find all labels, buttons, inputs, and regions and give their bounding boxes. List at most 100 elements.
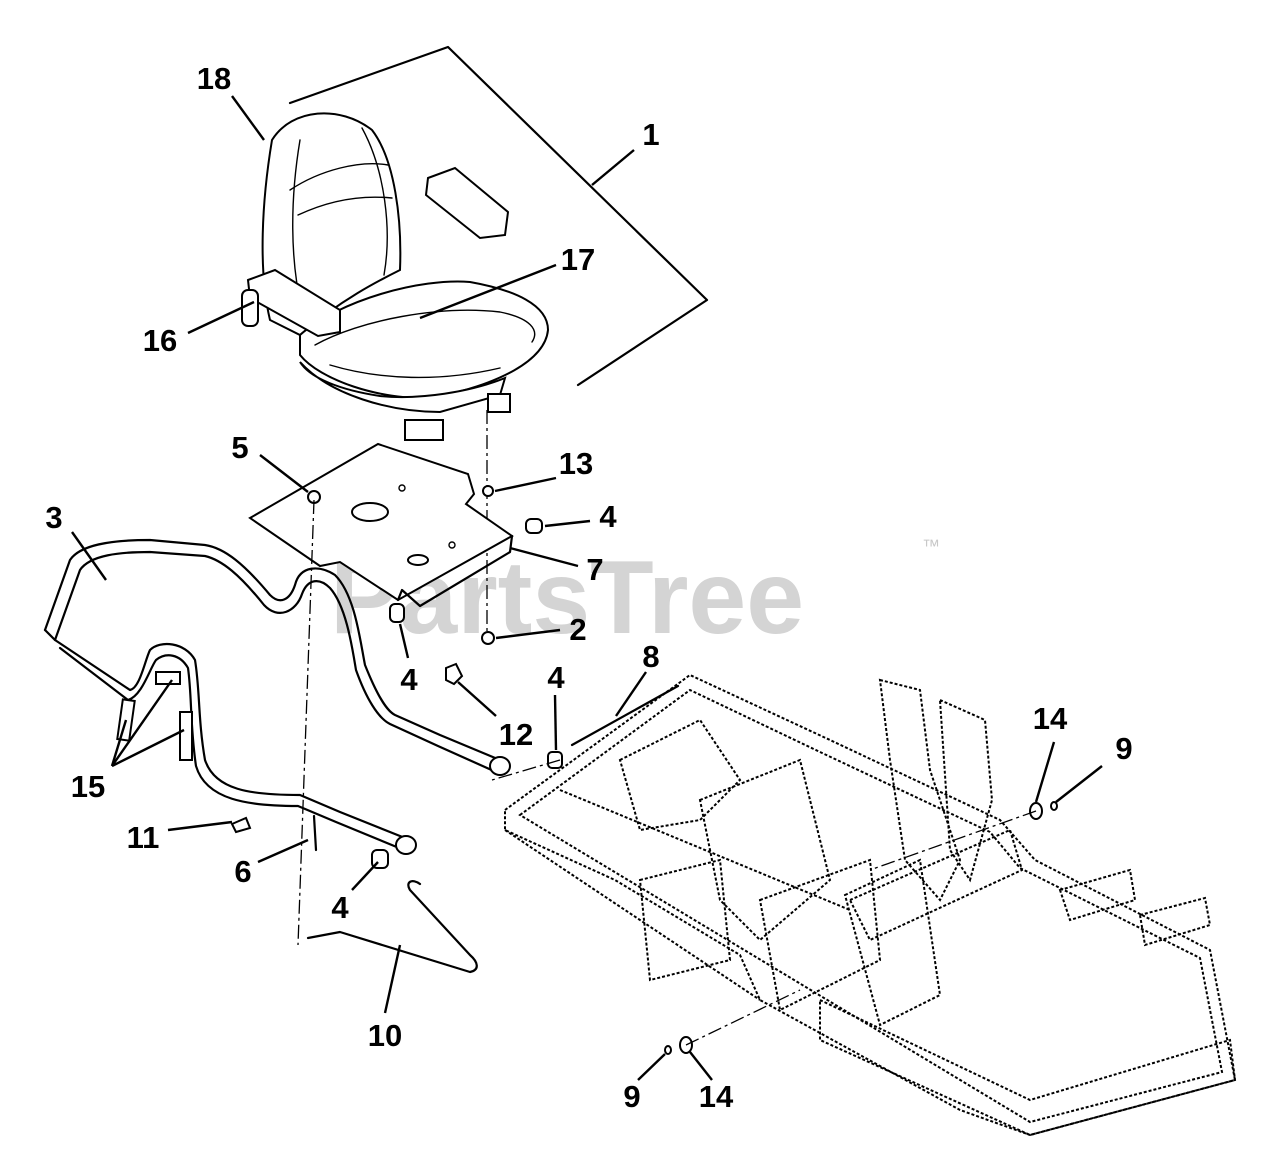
leader-8 [615,671,647,717]
seat-plate-hole [398,484,406,492]
callout-18: 18 [197,61,231,96]
chassis-hydro-center [698,758,832,942]
spacer-4-right [547,751,563,769]
frame-pad-15 [179,711,193,761]
nut-2 [481,631,495,645]
callout-2: 2 [569,612,586,647]
chassis-front-bumper [819,998,1237,1137]
frame-lower-tube [43,628,412,842]
leader-13 [494,476,557,493]
callout-12: 12 [499,717,533,752]
chassis-axle-stub [1058,868,1137,922]
leader-15 [110,719,128,767]
rod-axis [491,759,561,781]
callout-6: 6 [234,854,251,889]
spacer-4-upper [525,518,543,534]
seat-tube-frame [43,538,511,855]
leader-lines [71,95,1103,1081]
seat-backrest [261,112,402,337]
leader-9b [637,1053,666,1081]
callout-11: 11 [127,820,160,855]
chassis-deck-plate [843,858,942,1027]
seat-mount-block [404,419,444,441]
leader-17 [419,263,557,320]
frame-outer-tube [43,538,502,762]
callout-4b: 4 [400,662,418,697]
leader-5 [259,454,309,493]
frame-tube-end [395,835,417,855]
callout-4c: 4 [547,660,565,695]
ring-9-bottom [664,1045,672,1055]
hardware [230,485,1058,1055]
seat-right-armrest [424,166,510,240]
callout-9a: 9 [1115,731,1132,766]
leader-4c [553,694,558,751]
chassis-motor [758,858,882,1012]
chassis-rail [559,789,851,911]
callouts: 1 18 17 16 5 13 4 7 2 4 12 4 8 3 15 11 6… [45,61,1132,1114]
callout-14b: 14 [699,1079,734,1114]
seat-cushion-seam [329,364,501,379]
clip-12 [445,662,464,686]
seat-plate-hole [448,541,456,549]
watermark-trademark: ™ [922,536,940,556]
leader-6 [257,838,309,864]
leader-1 [591,149,635,186]
leader-4b [398,623,410,659]
leader-7 [509,546,579,568]
leader-2 [495,628,561,640]
callout-10: 10 [368,1018,402,1053]
leader-4a [544,519,591,528]
seat-plate-body [248,442,514,602]
chassis-lever-mount [938,698,994,883]
frame-pad-15 [155,671,181,685]
frame-inner-tube [53,550,498,774]
frame-lower-inner [58,646,406,852]
callout-17: 17 [561,242,595,277]
ring-9-right [1050,801,1058,811]
seat-plate [248,442,514,608]
leader-9a [1055,765,1103,803]
leader-15 [111,679,173,767]
callout-7: 7 [586,552,603,587]
rod-10 [306,880,478,974]
callout-16: 16 [143,323,177,358]
leader-11 [167,820,233,832]
seat-plate-hole [407,554,429,566]
leader-15 [111,728,185,768]
seat-backrest-seam [289,163,389,191]
frame-tube-end [489,756,511,776]
chassis-lever-mount [878,678,962,902]
bolt-axis [297,499,315,946]
callout-4a: 4 [599,499,617,534]
leader-18 [231,95,265,141]
bolt-6 [312,814,318,852]
washer-axis-bottom [685,989,801,1046]
seat-cushion-seam [314,309,536,346]
seat-assembly [241,45,709,632]
callout-1: 1 [642,117,659,152]
chassis-hydro-left [638,858,732,982]
callout-8: 8 [642,639,659,674]
seat-plate-flange [396,534,514,608]
chassis-pump [618,718,742,832]
chassis-crossmember [848,828,1024,942]
seat-backrest-seam [361,127,388,276]
screw-11 [230,816,252,834]
chassis-axle-stub [1138,896,1212,947]
callout-15: 15 [71,769,105,804]
rod-8 [570,684,680,747]
callout-5: 5 [231,430,248,465]
leader-14b [689,1051,713,1081]
seat-base [299,361,507,414]
callout-9b: 9 [623,1079,640,1114]
armrest-knob [241,289,259,327]
leader-16 [187,300,255,335]
mower-chassis [504,673,1237,1137]
spacer-4-mid [389,603,405,623]
callout-4d: 4 [331,890,349,925]
leader-3 [71,531,107,581]
callout-14a: 14 [1033,701,1068,736]
leader-4d [351,861,379,891]
